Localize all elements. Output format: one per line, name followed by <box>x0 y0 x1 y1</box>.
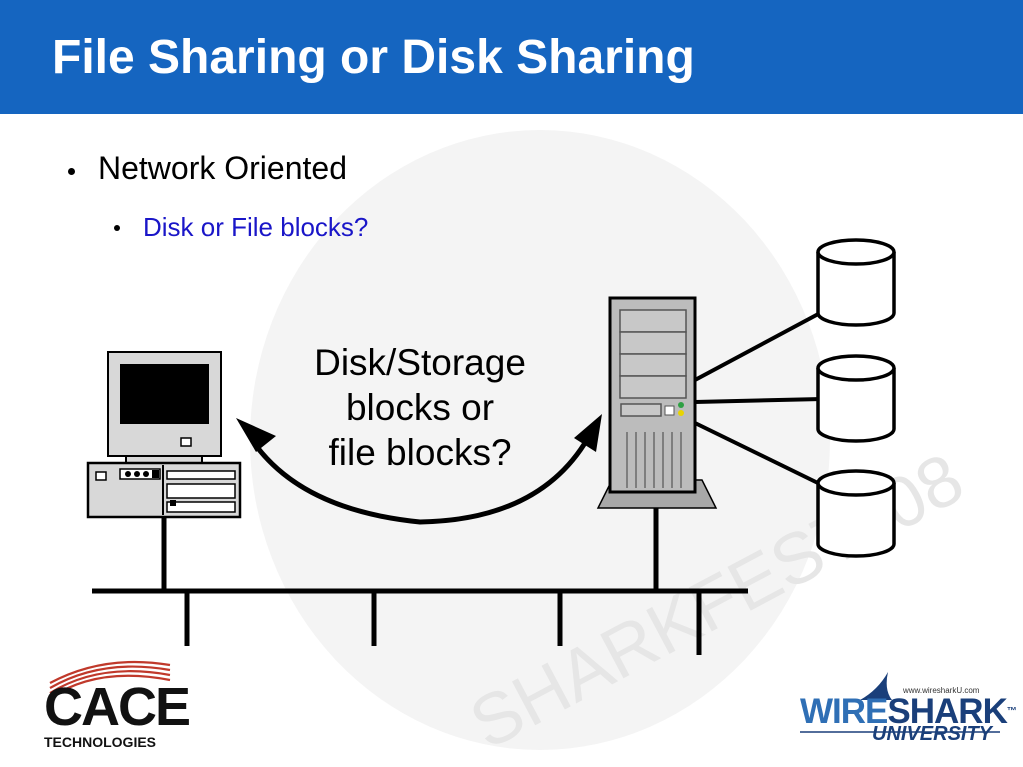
server-tower-icon <box>596 296 718 509</box>
bullet-dot <box>68 168 75 175</box>
bullet-text: Network Oriented <box>98 150 347 186</box>
desktop-computer-icon <box>86 351 242 519</box>
center-label-line3: file blocks? <box>328 432 512 473</box>
bullet-dot <box>114 225 120 231</box>
wireshark-url: www.wiresharkU.com <box>903 686 980 695</box>
center-label-line2: blocks or <box>345 387 495 428</box>
network-bus <box>92 505 748 655</box>
wireshark-tm: ™ <box>1006 706 1017 717</box>
wireshark-university: UNIVERSITY <box>872 723 993 745</box>
cace-logo-icon <box>49 660 171 699</box>
disk-cylinder-icon <box>816 469 896 558</box>
cace-logo-word: CACE <box>44 677 191 737</box>
disk-cylinder-icon <box>816 354 896 443</box>
cace-logo-sub: TECHNOLOGIES <box>44 734 157 750</box>
disk-links <box>694 310 823 487</box>
center-label-line1: Disk/Storage <box>314 342 526 383</box>
wireshark-word-shark: SHARK <box>887 692 1007 731</box>
wireshark-word-wire: WIRE <box>800 692 888 731</box>
double-arrow-icon <box>236 414 602 525</box>
disk-cylinder-icon <box>816 238 896 327</box>
diagram-center-label: Disk/Storage blocks or file blocks? <box>270 340 570 475</box>
bullet-text: Disk or File blocks? <box>143 212 369 242</box>
page-title: File Sharing or Disk Sharing <box>52 31 695 84</box>
wireshark-logo-word: WIRESHARK™ <box>800 692 1017 732</box>
slide-header: File Sharing or Disk Sharing <box>0 0 1023 114</box>
wireshark-fin-icon <box>800 672 1000 733</box>
